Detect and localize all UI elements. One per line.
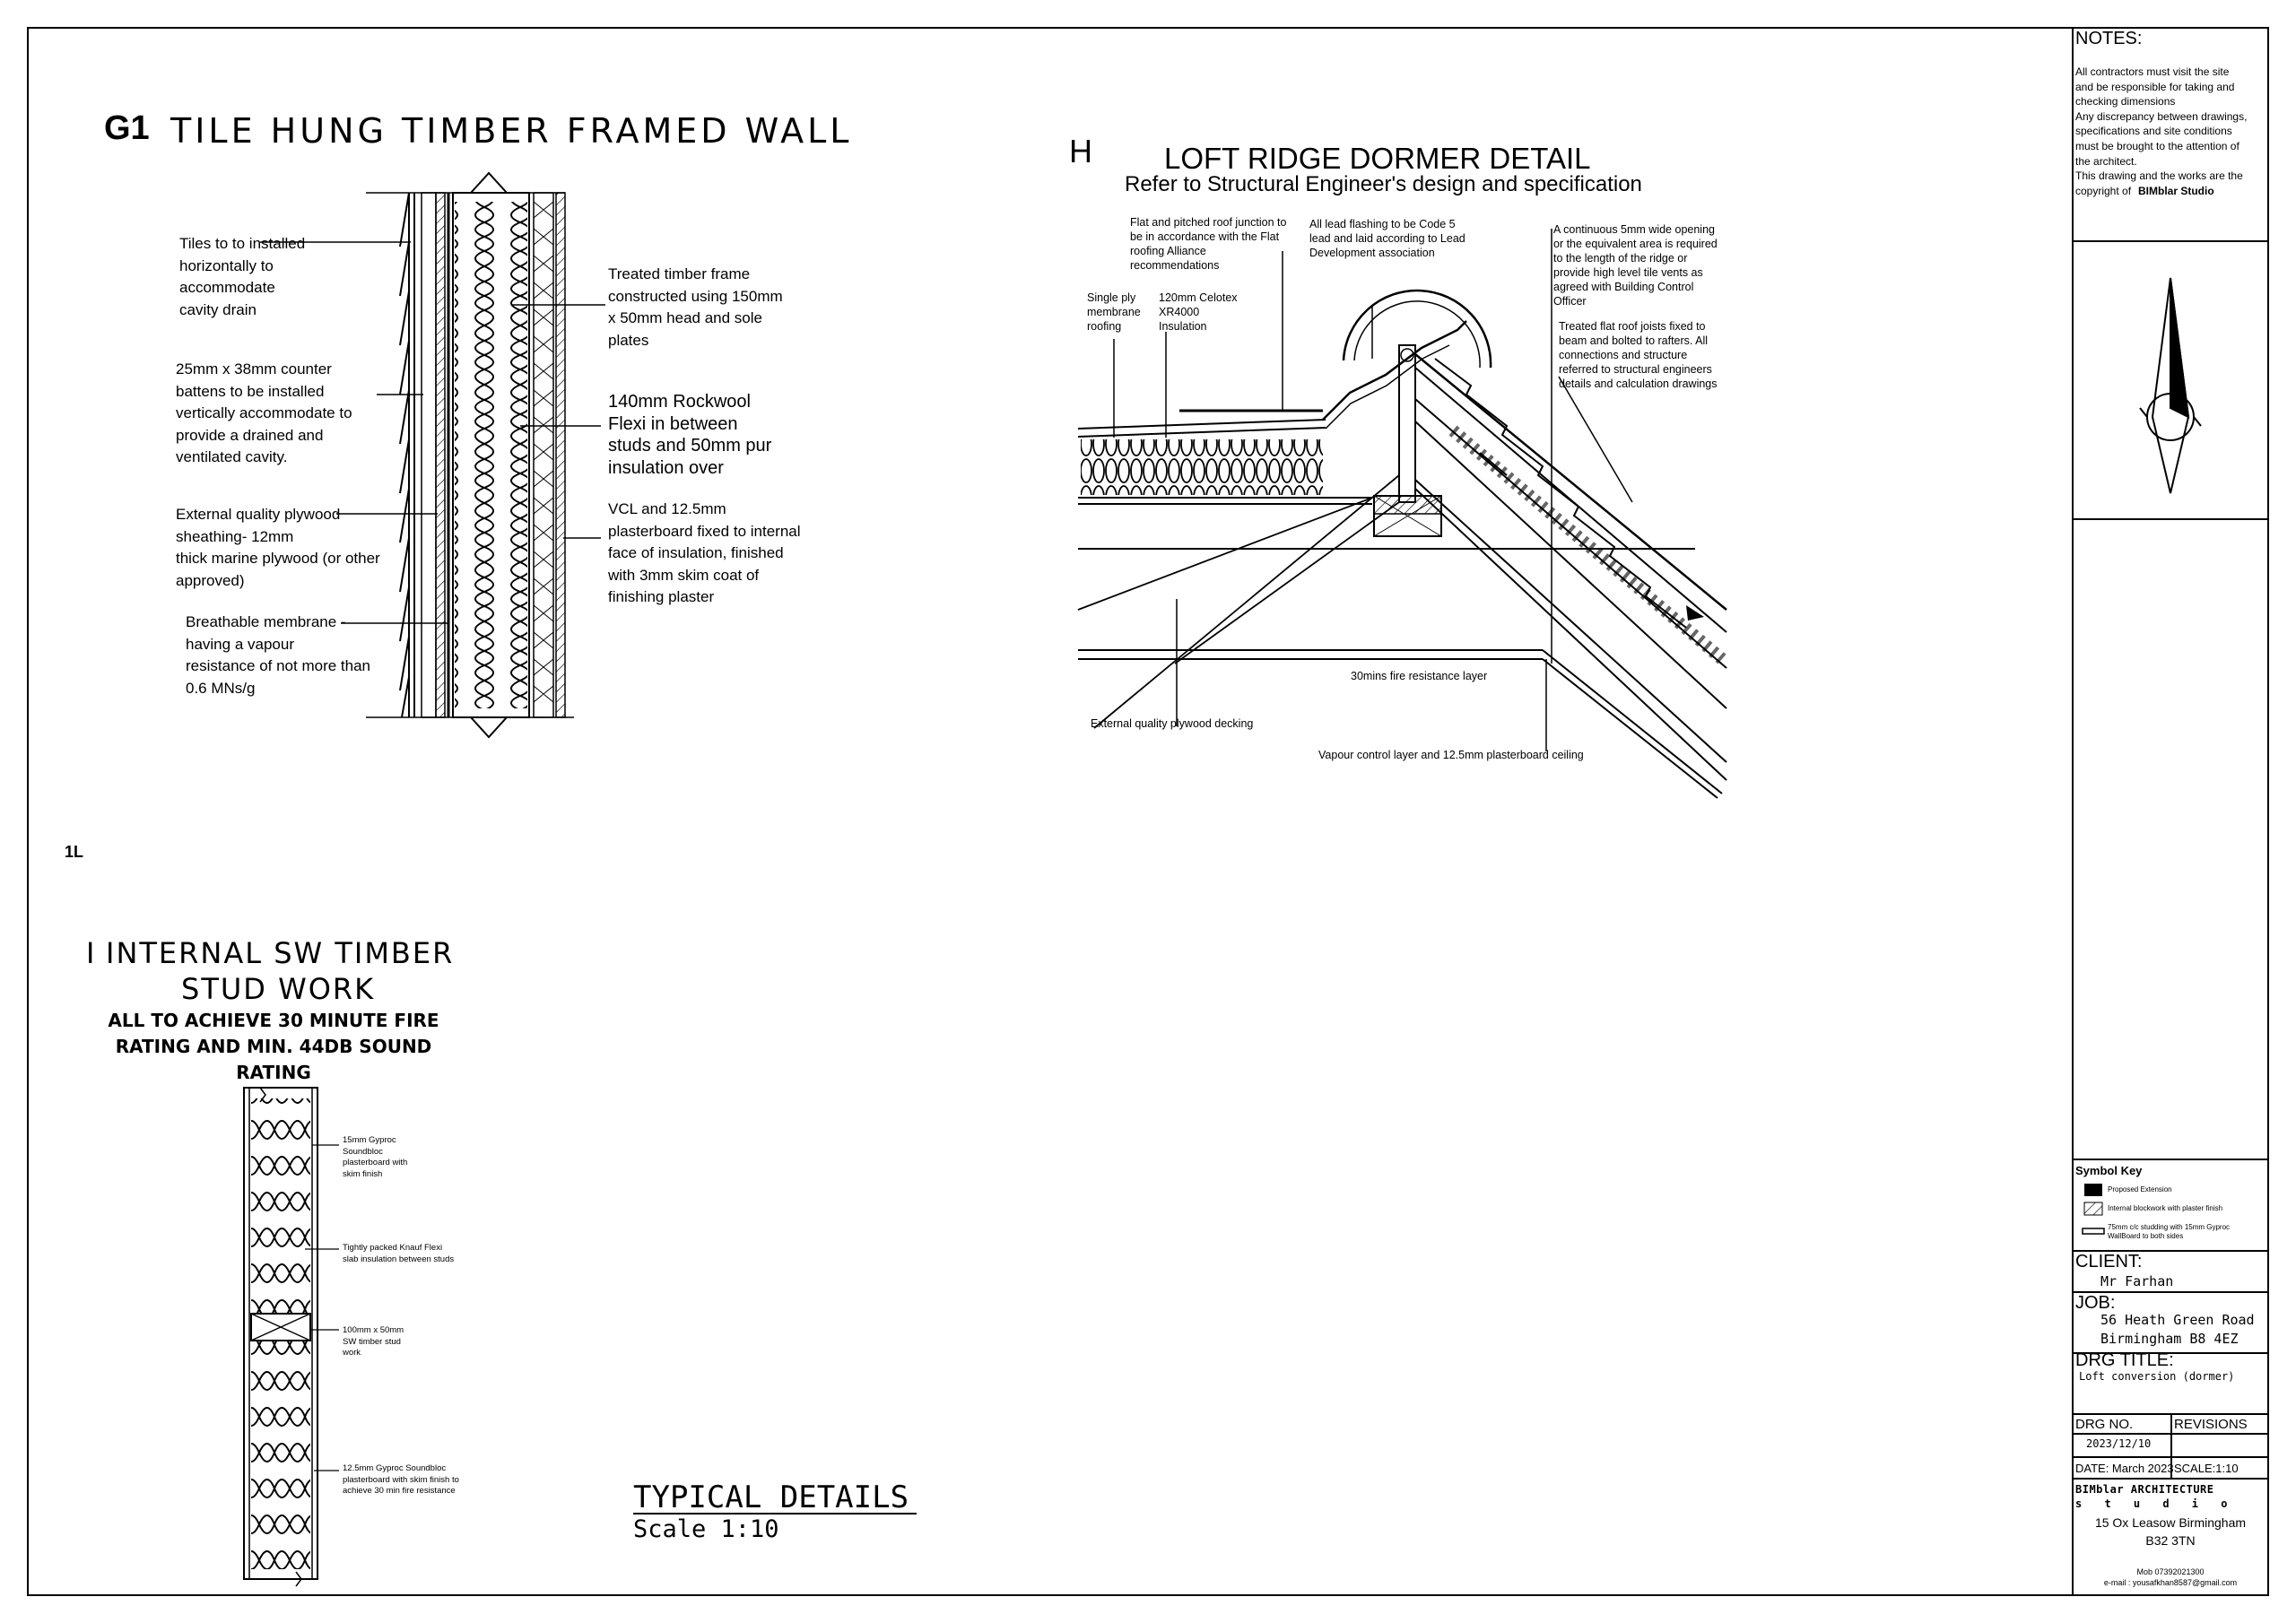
title-block-divider (2072, 240, 2269, 242)
scale-text: SCALE:1:10 (2174, 1462, 2239, 1475)
client-value: Mr Farhan (2100, 1273, 2174, 1289)
i-label-gyproc15: 15mm Gyproc Soundbloc plasterboard with … (343, 1135, 408, 1179)
g1-label-vcl: VCL and 12.5mm plasterboard fixed to int… (608, 500, 801, 605)
i-detail-subtitle: ALL TO ACHIEVE 30 MINUTE FIRE RATING AND… (108, 1010, 439, 1083)
g1-detail-title: TILE HUNG TIMBER FRAMED WALL (170, 111, 853, 151)
job-value: 56 Heath Green Road Birmingham B8 4EZ (2100, 1312, 2255, 1347)
stray-mark: 1L (65, 843, 84, 861)
symbol-studding: 75mm c/c studding with 15mm Gyproc WallB… (2108, 1223, 2231, 1240)
h-detail-title: LOFT RIDGE DORMER DETAIL (1164, 142, 1591, 175)
notes-heading: NOTES: (2075, 29, 2143, 48)
symbol-internal-blockwork: Internal blockwork with plaster finish (2108, 1204, 2223, 1212)
studio-subtitle: s t u d i o (2075, 1497, 2236, 1510)
drg-title-heading: DRG TITLE: (2075, 1350, 2174, 1370)
drg-no-heading: DRG NO. (2075, 1417, 2134, 1432)
revisions-heading: REVISIONS (2174, 1417, 2248, 1432)
h-label-joists: Treated flat roof joists fixed to beam a… (1559, 320, 1718, 390)
i-label-studs: 100mm x 50mm SW timber stud work (343, 1325, 404, 1358)
i-detail-title-line1: INTERNAL SW TIMBER (106, 936, 455, 970)
g1-label-tiles: Tiles to to installed horizontally to ac… (179, 235, 306, 318)
g1-detail-number: G1 (104, 109, 150, 147)
i-label-gyproc125: 12.5mm Gyproc Soundbloc plasterboard wit… (343, 1463, 459, 1496)
i-label-knauf: Tightly packed Knauf Flexi slab insulati… (343, 1243, 455, 1264)
notes-brand: BIMblar Studio (2138, 185, 2214, 197)
g1-wall-section (260, 171, 605, 739)
h-label-celotex: 120mm Celotex XR4000 Insulation (1159, 291, 1238, 333)
h-label-fire-layer: 30mins fire resistance layer (1351, 670, 1488, 682)
job-heading: JOB: (2075, 1293, 2116, 1313)
notes-body: All contractors must visit the site and … (2075, 65, 2248, 197)
title-block-divider (2072, 1478, 2269, 1480)
h-roof-detail-section (1077, 229, 1727, 799)
title-block-divider (2072, 1352, 2269, 1354)
g1-label-frame: Treated timber frame constructed using 1… (608, 265, 783, 349)
h-detail-letter: H (1069, 133, 1092, 169)
typical-details-title: TYPICAL DETAILS (633, 1480, 909, 1515)
drg-no-value: 2023/12/10 (2086, 1437, 2152, 1450)
h-label-flat-junction: Flat and pitched roof junction to be in … (1130, 216, 1287, 272)
i-detail-title-line2: STUD WORK (181, 972, 376, 1006)
h-label-lead: All lead flashing to be Code 5 lead and … (1309, 218, 1465, 259)
h-label-vapour: Vapour control layer and 12.5mm plasterb… (1318, 749, 1584, 761)
symbol-key-swatches (2082, 1184, 2105, 1235)
h-label-opening: A continuous 5mm wide opening or the equ… (1553, 223, 1718, 308)
address-line1: 15 Ox Leasow Birmingham (2094, 1515, 2247, 1530)
title-block-divider (2072, 1291, 2269, 1293)
g1-label-plywood: External quality plywood sheathing- 12mm… (176, 506, 380, 589)
scale-label: Scale 1:10 (633, 1515, 779, 1543)
symbol-key-heading: Symbol Key (2075, 1164, 2143, 1177)
studio-name: BIMblar ARCHITECTURE (2075, 1483, 2214, 1496)
north-arrow-icon (2139, 277, 2202, 494)
email-address: e-mail : yousafkhan8587@gmail.com (2103, 1578, 2238, 1587)
drg-title-value: Loft conversion (dormer) (2079, 1370, 2235, 1383)
i-stud-partition-section (243, 1087, 339, 1587)
address-line2: B32 3TN (2145, 1533, 2196, 1548)
h-detail-subtitle: Refer to Structural Engineer's design an… (1125, 172, 1642, 196)
symbol-proposed-extension: Proposed Extension (2108, 1185, 2172, 1193)
client-heading: CLIENT: (2075, 1252, 2143, 1271)
title-block-divider (2072, 1250, 2269, 1252)
date-text: DATE: March 2023 (2075, 1462, 2174, 1475)
title-block (2072, 27, 2269, 1596)
drawing-sheet-border (27, 27, 2269, 1596)
i-detail-letter: I (86, 936, 97, 970)
title-block-divider (2072, 518, 2269, 520)
title-block-divider (2072, 1159, 2269, 1160)
h-label-decking: External quality plywood decking (1091, 717, 1254, 730)
g1-label-rockwool: 140mm Rockwool Flexi in between studs an… (608, 392, 772, 478)
mobile-number: Mob 07392021300 (2136, 1567, 2205, 1576)
title-block-divider (2170, 1413, 2172, 1478)
h-label-single-ply: Single ply membrane roofing (1087, 291, 1141, 333)
g1-label-battens: 25mm x 38mm counter battens to be instal… (176, 360, 352, 465)
g1-label-membrane: Breathable membrane - having a vapour re… (186, 613, 371, 697)
